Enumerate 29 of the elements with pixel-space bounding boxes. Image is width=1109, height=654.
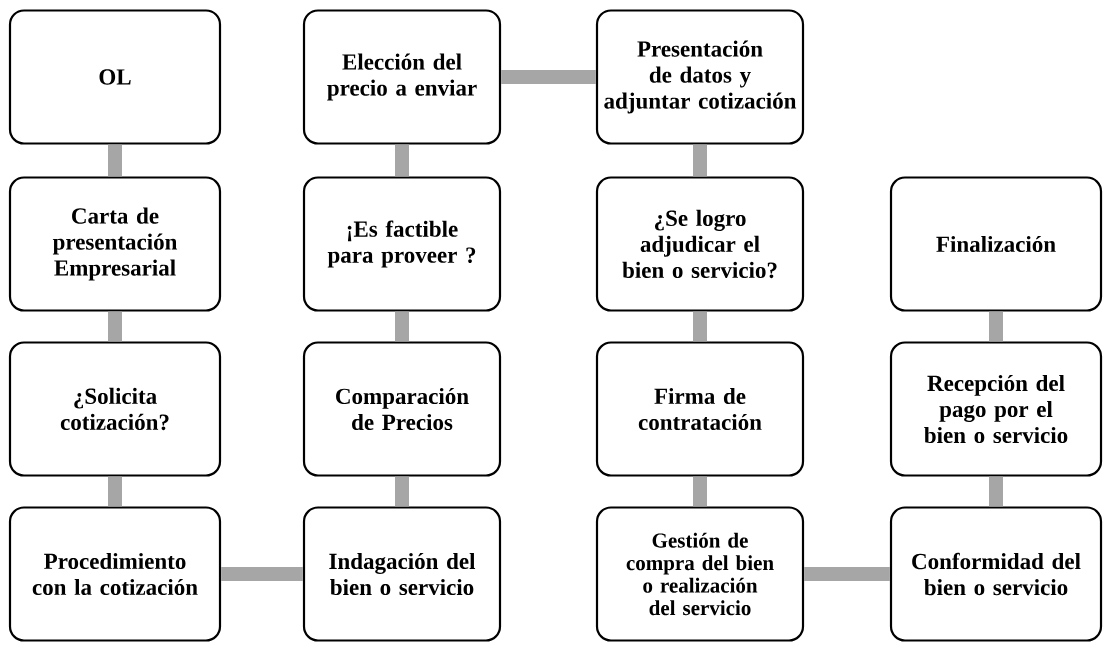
process-box: Firma de contratación — [595, 341, 805, 477]
connector-bar — [395, 311, 409, 342]
process-box: Comparación de Precios — [302, 341, 502, 477]
process-box: Presentación de datos y adjuntar cotización — [595, 9, 805, 145]
process-box: ¿Solicita cotización? — [8, 341, 222, 477]
connector-bar — [221, 567, 303, 581]
connector-bar — [395, 144, 409, 177]
process-box: Elección del precio a enviar — [302, 9, 502, 145]
connector-bar — [108, 144, 122, 177]
process-box: Indagación del bien o servicio — [302, 506, 502, 642]
process-box: Carta de presentación Empresarial — [8, 176, 222, 312]
process-box: Finalización — [889, 176, 1103, 312]
process-box: Procedimiento con la cotización — [8, 506, 222, 642]
process-box: Conformidad del bien o servicio — [889, 506, 1103, 642]
connector-bar — [989, 476, 1003, 507]
process-box: OL — [8, 9, 222, 145]
process-box: ¿Se logro adjudicar el bien o servicio? — [595, 176, 805, 312]
process-box: ¡Es factible para proveer ? — [302, 176, 502, 312]
connector-bar — [693, 144, 707, 177]
connector-bar — [108, 311, 122, 342]
connector-bar — [693, 476, 707, 507]
connector-bar — [804, 567, 890, 581]
process-box: Recepción del pago por el bien o servicio — [889, 341, 1103, 477]
connector-bar — [501, 70, 596, 84]
connector-bar — [395, 476, 409, 507]
connector-bar — [693, 311, 707, 342]
process-box: Gestión de compra del bien o realización del servicio — [595, 506, 805, 642]
connector-bar — [108, 476, 122, 507]
connector-bar — [989, 311, 1003, 342]
